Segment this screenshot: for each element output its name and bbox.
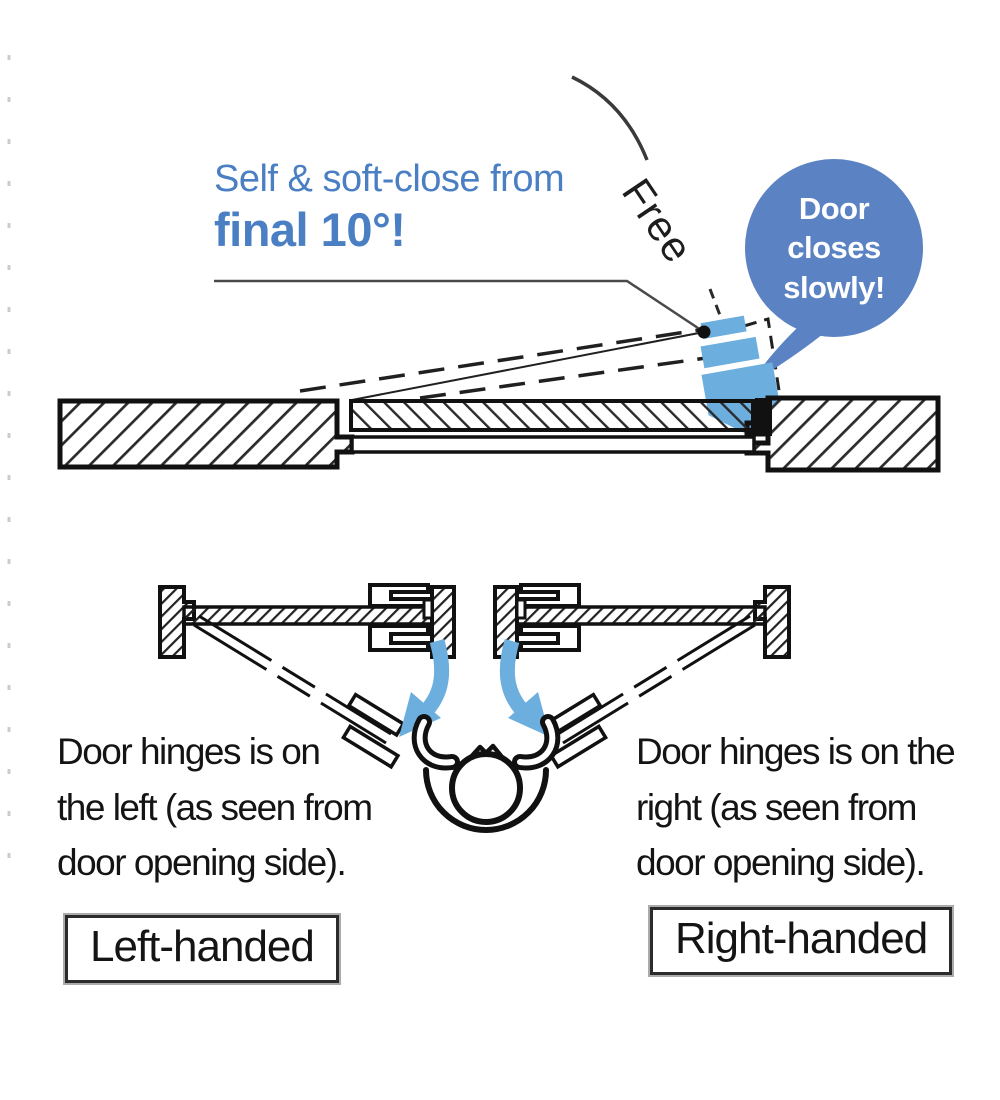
device-dashed-outline	[743, 317, 782, 398]
bottom-diagram	[158, 583, 791, 833]
headline-line2: final 10°!	[214, 203, 406, 256]
left-handed-door-plan	[158, 583, 456, 770]
top-diagram	[57, 75, 941, 473]
left-door-panel	[182, 605, 434, 626]
bubble-line3: slowly!	[783, 269, 885, 305]
left-door-latch-bracket-upper	[368, 583, 430, 608]
left-desc-line3: door opening side).	[57, 842, 347, 883]
free-leader-dashed	[708, 288, 723, 319]
left-door-latch-bracket-lower	[368, 624, 430, 652]
right-door-latch-bracket-upper	[519, 583, 581, 608]
left-desc-line2: the left (as seen from	[57, 786, 373, 828]
door-closes-slowly-bubble: Door closes slowly!	[745, 159, 923, 337]
bubble-line2: closes	[787, 230, 881, 266]
door-swing-arc	[571, 75, 649, 161]
left-hinge-description: Door hinges is on the left (as seen from…	[57, 724, 373, 891]
person-top-view-icon	[411, 714, 561, 833]
wall-section-left	[57, 398, 355, 470]
headline-line1: Self & soft-close from	[214, 158, 565, 200]
right-door-panel	[515, 605, 767, 626]
left-desc-line1: Door hinges is on	[57, 731, 321, 772]
door-open-solid-edge	[351, 331, 705, 401]
door-stop-strip	[350, 435, 756, 454]
right-close-arrowhead	[508, 692, 550, 737]
right-desc-line2: right (as seen from	[636, 786, 917, 828]
latch-stop-bar	[755, 398, 772, 436]
door-open-dashed-1	[299, 328, 700, 393]
left-door-open-line-2	[198, 614, 392, 736]
right-desc-line1: Door hinges is on the	[636, 731, 956, 772]
left-handed-label: Left-handed	[65, 915, 339, 983]
right-door-latch-jamb	[493, 585, 519, 659]
bubble-line1: Door	[798, 191, 870, 227]
right-handed-door-plan	[493, 583, 791, 770]
left-door-latch-jamb-tab	[422, 598, 434, 620]
right-hinge-description: Door hinges is on the right (as seen fro…	[636, 724, 956, 891]
right-desc-line3: door opening side).	[636, 842, 926, 883]
door-panel-closed	[349, 399, 755, 432]
right-door-latch-jamb-tab	[515, 598, 527, 620]
right-door-open-line-1	[562, 623, 756, 745]
left-door-open-line-1	[193, 623, 387, 745]
left-door-end-device	[340, 692, 406, 770]
wall-section-right	[744, 395, 941, 473]
headline-leader-line	[214, 279, 702, 332]
pivot-point	[697, 325, 711, 339]
right-door-latch-bracket-lower	[519, 624, 581, 652]
left-door-latch-jamb	[430, 585, 456, 659]
right-handed-label: Right-handed	[650, 907, 953, 975]
right-door-open-line-2	[557, 614, 751, 736]
door-open-dashed-2	[419, 351, 743, 400]
left-close-arrowhead	[399, 692, 441, 737]
